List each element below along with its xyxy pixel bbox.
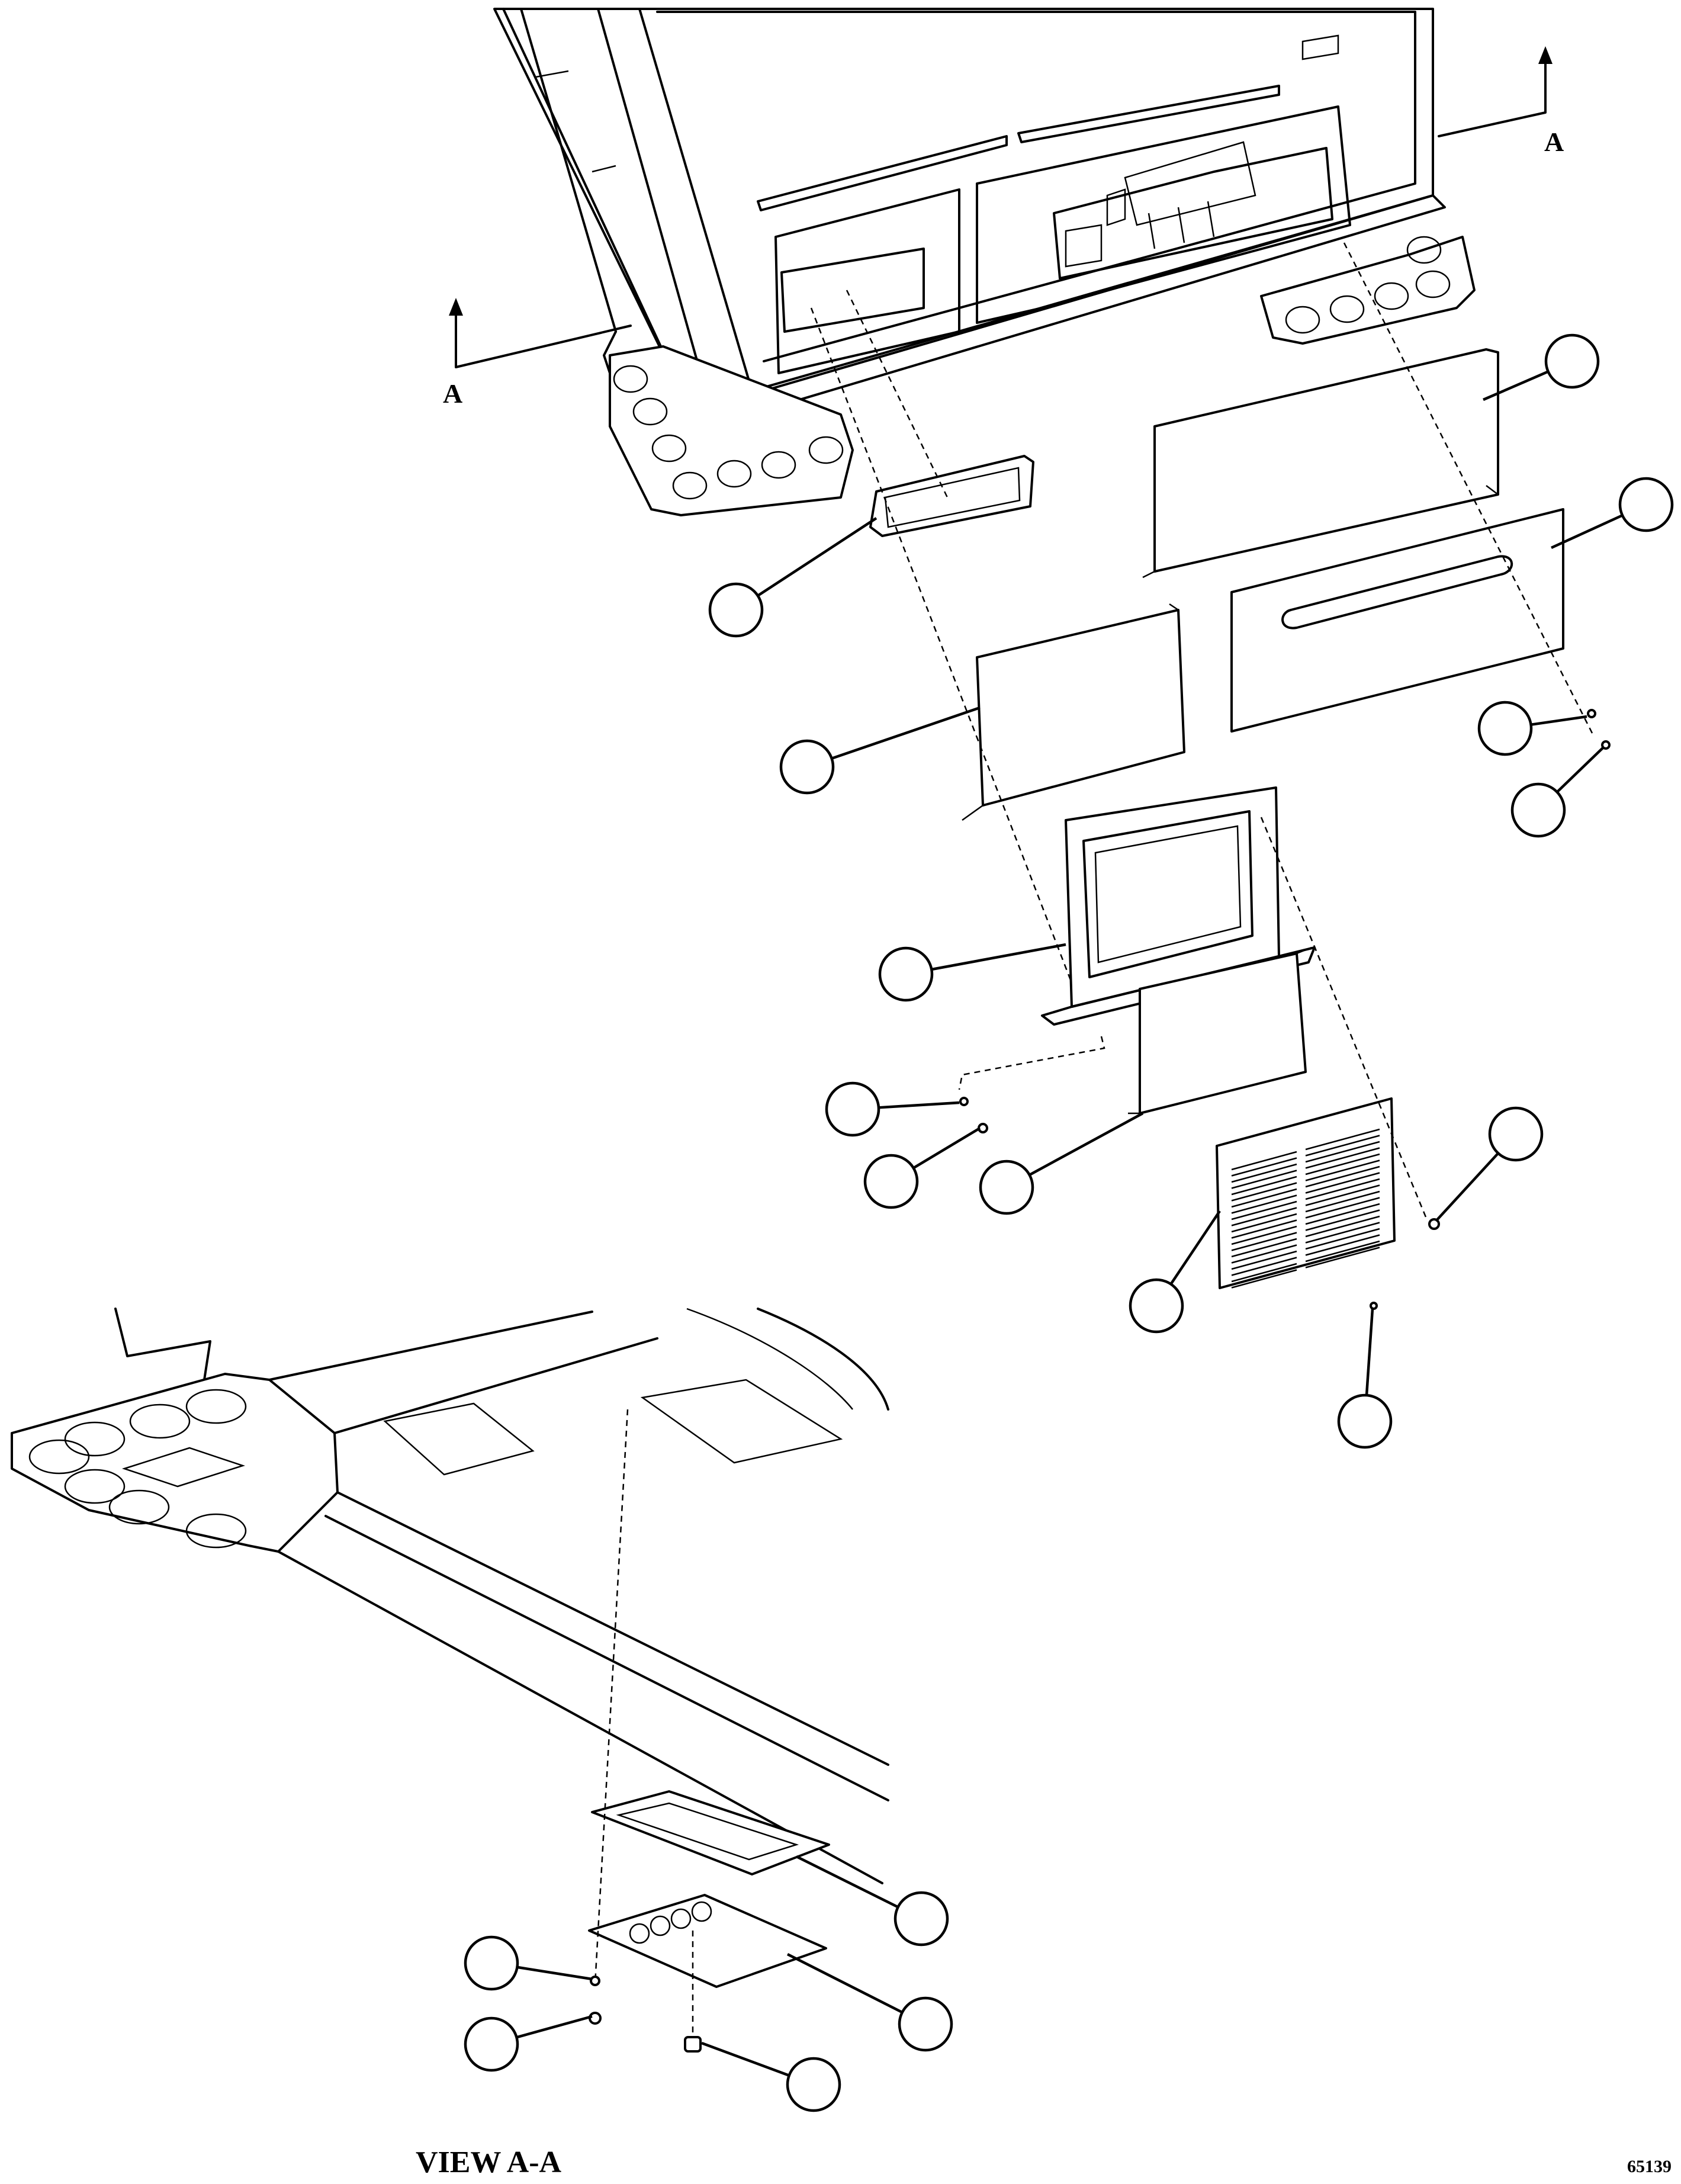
alignment-lines bbox=[810, 242, 1594, 1221]
filter-panel-side bbox=[962, 603, 1185, 821]
caster-plate-right bbox=[1260, 236, 1476, 345]
callout-12 bbox=[1435, 1106, 1544, 1222]
caster-holes-right bbox=[1285, 236, 1451, 334]
callout-circle bbox=[1477, 701, 1533, 756]
callout-leader bbox=[831, 706, 981, 760]
fasteners bbox=[959, 709, 1611, 1310]
callout-leader bbox=[1169, 1210, 1221, 1285]
caster-holes-left bbox=[613, 365, 844, 500]
callout-leader bbox=[1435, 1152, 1499, 1222]
callout-circle bbox=[464, 2016, 519, 2072]
callout-13 bbox=[1337, 1308, 1393, 1449]
callout-9 bbox=[863, 1127, 981, 1209]
callout-10 bbox=[979, 1112, 1144, 1215]
connectors bbox=[629, 1901, 712, 1944]
callout-leader bbox=[516, 2015, 593, 2039]
filter-insert-lower bbox=[1128, 946, 1312, 1115]
callout-circle bbox=[779, 739, 835, 795]
callout-circle bbox=[1618, 477, 1674, 532]
callout-leader bbox=[931, 943, 1066, 971]
callout-leader bbox=[1551, 514, 1623, 550]
callout-circle bbox=[1510, 782, 1566, 838]
callout-17 bbox=[464, 2015, 593, 2072]
callout-circle bbox=[1544, 333, 1600, 389]
callout-circle bbox=[1488, 1106, 1544, 1162]
callout-circle bbox=[893, 1891, 949, 1947]
cabinet-unit bbox=[493, 8, 1476, 516]
callout-leader bbox=[912, 1127, 981, 1170]
callout-circle bbox=[979, 1160, 1034, 1215]
callout-3 bbox=[708, 517, 878, 638]
callout-circle bbox=[898, 1996, 953, 2052]
callout-circle bbox=[1337, 1393, 1393, 1449]
callout-leader bbox=[517, 1965, 593, 1981]
gasket-view bbox=[591, 1790, 830, 1875]
callout-4 bbox=[779, 706, 981, 795]
callout-5 bbox=[1477, 701, 1587, 756]
louvered-grille bbox=[1216, 1097, 1396, 1289]
callout-leader bbox=[1365, 1308, 1374, 1396]
svg-text:A: A bbox=[1544, 127, 1564, 157]
callout-leader bbox=[1531, 715, 1587, 726]
callout-circle bbox=[1129, 1278, 1184, 1334]
section-marker-left: A bbox=[443, 298, 632, 409]
connector-plate-view bbox=[588, 1894, 827, 1988]
access-plate-view bbox=[640, 1379, 843, 1464]
callout-18 bbox=[701, 2041, 841, 2112]
callout-11 bbox=[1129, 1210, 1221, 1334]
callout-circle bbox=[863, 1154, 919, 1209]
callout-6 bbox=[1510, 746, 1605, 838]
callout-leader bbox=[1028, 1112, 1144, 1176]
figure-number: 65139 bbox=[1627, 2157, 1672, 2176]
callout-leader bbox=[795, 1855, 899, 1909]
section-marker-top-right: A bbox=[1438, 46, 1564, 157]
louver-strip-left bbox=[757, 135, 1008, 211]
callout-circle bbox=[708, 582, 764, 638]
callout-15 bbox=[786, 1952, 953, 2052]
callout-leader bbox=[786, 1952, 903, 2014]
view-aa-drawing bbox=[11, 1308, 889, 2053]
callout-circle bbox=[786, 2057, 841, 2112]
callout-14 bbox=[795, 1855, 949, 1947]
door-handle bbox=[1281, 555, 1513, 629]
svg-text:A: A bbox=[443, 378, 462, 409]
callout-2 bbox=[1551, 477, 1674, 550]
callout-circle bbox=[464, 1935, 519, 1991]
callout-circle bbox=[878, 946, 934, 1002]
gasket-ring bbox=[869, 455, 1034, 537]
callout-leader bbox=[1556, 746, 1605, 794]
view-caption: VIEW A-A bbox=[416, 2146, 562, 2179]
callout-7 bbox=[878, 943, 1066, 1002]
callout-leader bbox=[1483, 370, 1549, 402]
callout-leader bbox=[701, 2041, 790, 2077]
callout-layer bbox=[464, 333, 1674, 2112]
louver-strip-right bbox=[1017, 85, 1280, 143]
callout-1 bbox=[1483, 333, 1600, 402]
callout-16 bbox=[464, 1935, 593, 1991]
duct-frame bbox=[1041, 786, 1316, 1026]
filter-panel-rear bbox=[1142, 348, 1499, 579]
callout-leader bbox=[878, 1101, 960, 1109]
access-cover-outline bbox=[383, 1402, 535, 1476]
callout-leader bbox=[757, 517, 878, 597]
callout-8 bbox=[825, 1081, 960, 1137]
cabinet-label-plate bbox=[1301, 34, 1339, 60]
front-door-panel bbox=[1230, 508, 1564, 733]
caster-plate-view bbox=[11, 1373, 339, 1553]
callout-circle bbox=[825, 1081, 880, 1137]
